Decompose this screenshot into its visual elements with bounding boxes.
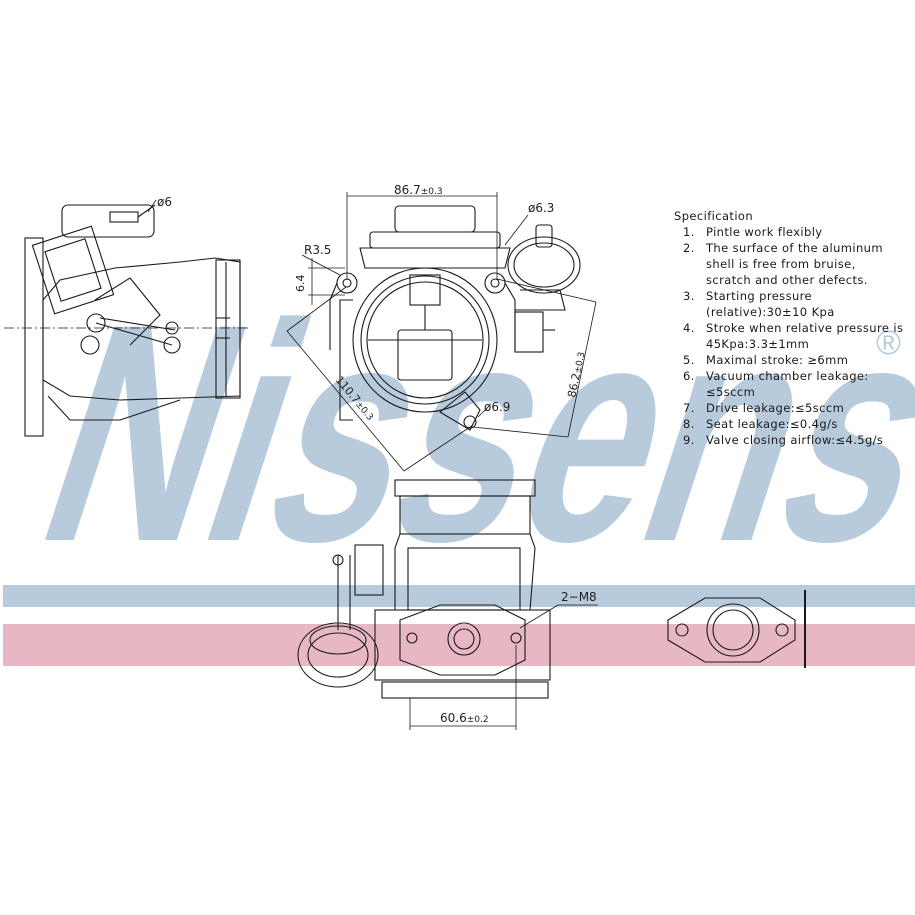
red-band xyxy=(3,624,915,666)
spec-item: 7. Drive leakage:≤5sccm xyxy=(674,400,914,416)
spec-item-number: 3. xyxy=(683,289,695,303)
blue-band xyxy=(3,585,915,607)
spec-item-text: Starting pressure (relative):30±10 Kpa xyxy=(706,289,835,319)
spec-item: 9. Valve closing airflow:≤4.5g/s xyxy=(674,432,914,448)
dim-d862: 86.2±0.3 xyxy=(565,351,587,399)
bottom-view xyxy=(297,479,551,699)
spec-item-number: 6. xyxy=(683,369,695,383)
spec-item: 8. Seat leakage:≤0.4g/s xyxy=(674,416,914,432)
dim-phi6: ø6 xyxy=(157,195,172,209)
dim-bottom-width: 60.6±0.2 xyxy=(440,711,489,725)
spec-item: 4. Stroke when relative pressure is 45Kpa… xyxy=(674,320,914,352)
dimension-labels: 86.7±0.3 ø6 ø6.3 R3.5 6.4 110.7±0.3 86.2… xyxy=(157,183,597,725)
spec-item: 6. Vacuum chamber leakage: ≤5sccm xyxy=(674,368,914,400)
spec-item-text: Drive leakage:≤5sccm xyxy=(706,401,845,415)
spec-item-text: Maximal stroke: ≥6mm xyxy=(706,353,849,367)
specification-block: Specification 1. Pintle work flexibly 2. Th… xyxy=(674,208,914,448)
spec-item-text: Seat leakage:≤0.4g/s xyxy=(706,417,838,431)
spec-item-text: Valve closing airflow:≤4.5g/s xyxy=(706,433,884,447)
gasket-view xyxy=(667,590,806,668)
spec-item: 3. Starting pressure (relative):30±10 Kpa xyxy=(674,288,914,320)
spec-item-number: 7. xyxy=(683,401,695,415)
spec-list: 1. Pintle work flexibly 2. The surface of t… xyxy=(674,224,914,448)
spec-item-text: Pintle work flexibly xyxy=(706,225,823,239)
spec-item-text: Stroke when relative pressure is 45Kpa:3… xyxy=(706,321,904,351)
spec-item: 5. Maximal stroke: ≥6mm xyxy=(674,352,914,368)
spec-item: 2. The surface of the aluminum shell is f… xyxy=(674,240,914,288)
spec-item-number: 5. xyxy=(683,353,695,367)
spec-item-text: The surface of the aluminum shell is fre… xyxy=(706,241,883,287)
spec-item: 1. Pintle work flexibly xyxy=(674,224,914,240)
spec-item-text: Vacuum chamber leakage: ≤5sccm xyxy=(706,369,869,399)
front-view xyxy=(329,205,581,431)
dimension-lines xyxy=(147,192,598,730)
spec-title: Specification xyxy=(674,209,754,223)
side-view xyxy=(4,204,250,437)
dim-m8: 2−M8 xyxy=(561,590,597,604)
registered-mark: ® xyxy=(876,324,901,362)
spec-item-number: 4. xyxy=(683,321,695,335)
spec-item-number: 9. xyxy=(683,433,695,447)
brand-watermark-text: Nissens xyxy=(8,260,915,606)
spec-item-number: 1. xyxy=(683,225,695,239)
brand-watermark: Nissens xyxy=(8,260,915,606)
dim-r35: R3.5 xyxy=(304,243,331,257)
dim-phi69: ø6.9 xyxy=(484,400,510,414)
dim-d64: 6.4 xyxy=(294,275,307,293)
dim-phi6-3: ø6.3 xyxy=(528,201,554,215)
spec-item-number: 8. xyxy=(683,417,695,431)
spec-item-number: 2. xyxy=(683,241,695,255)
dim-top-width: 86.7±0.3 xyxy=(394,183,443,197)
